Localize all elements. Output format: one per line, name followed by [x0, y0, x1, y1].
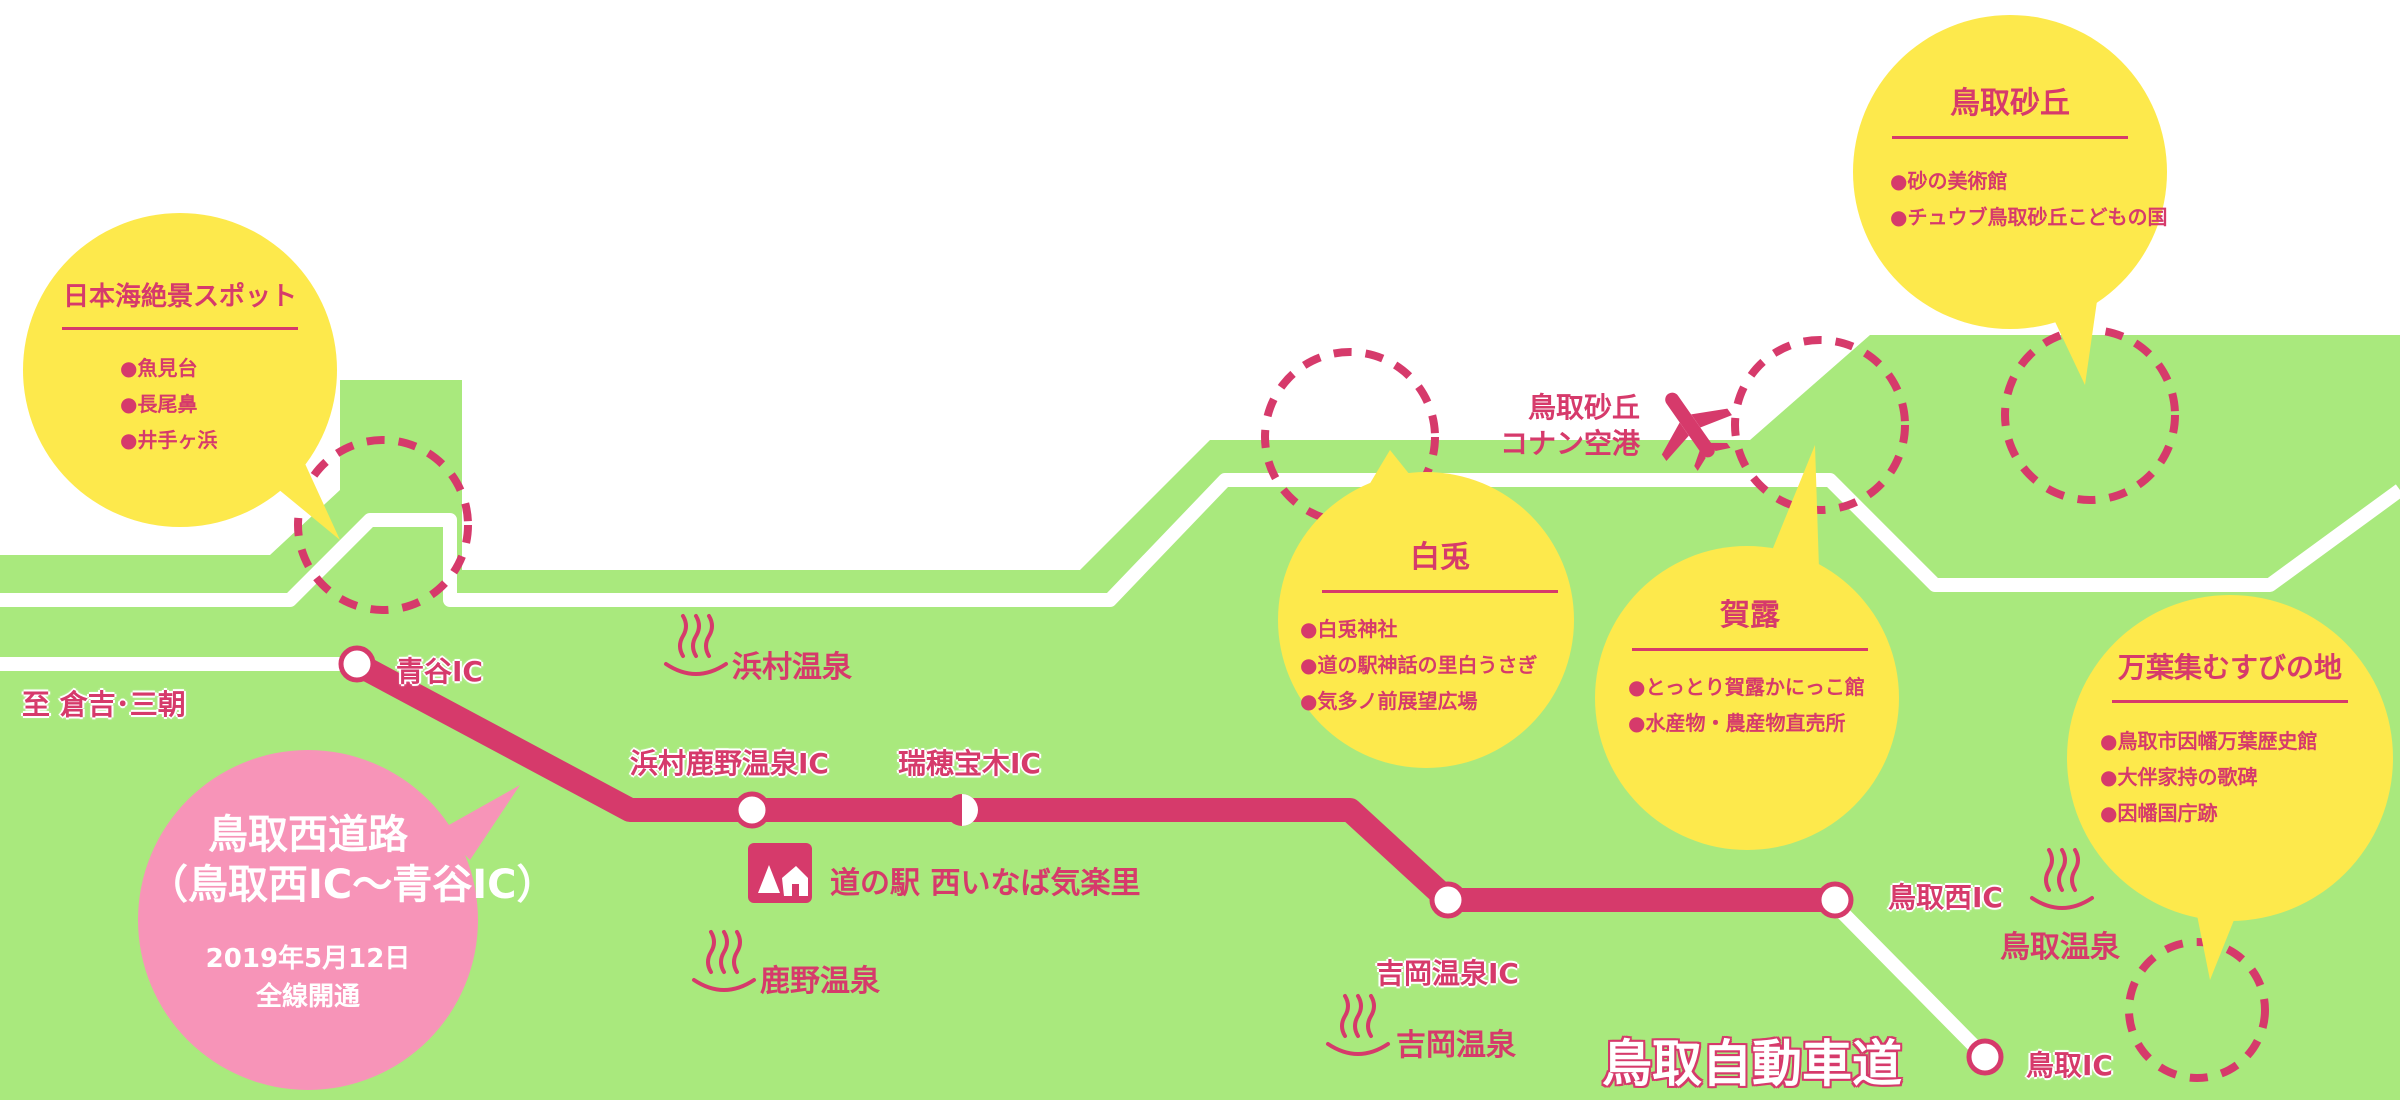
spot-circle-manyo [2125, 938, 2269, 1082]
airport-label-line1: 鳥取砂丘 [1528, 391, 1641, 424]
list-item: 井手ヶ浜 [120, 422, 320, 458]
bubble-karo-rule [1632, 648, 1868, 651]
bubble-sea-views-rule [62, 327, 298, 330]
airport-label-line2: コナン空港 [1500, 427, 1641, 460]
onsen-label-hamamura: 浜村温泉 [732, 650, 852, 685]
bubble-sea-views-title: 日本海絶景スポット [62, 282, 297, 312]
national-road-line [0, 657, 1990, 1062]
bubble-karo-list: とっとり賀露かにっこ館 水産物・農産物直売所 [1620, 669, 1880, 741]
spot-circle-karo [1731, 336, 1909, 514]
michi-no-eki-icon [748, 843, 812, 903]
ic-label-tottori: 鳥取IC [2026, 1049, 2113, 1082]
list-item: チュウブ鳥取砂丘こどもの国 [1890, 199, 2167, 235]
bubble-manyo-title: 万葉集むすびの地 [2117, 651, 2342, 684]
onsen-label-tottori: 鳥取温泉 [2000, 930, 2120, 965]
ic-label-aoya: 青谷IC [396, 655, 483, 688]
hot-spring-icon-hamamura [664, 614, 728, 676]
michi-no-eki-label: 道の駅 西いなば気楽里 [830, 866, 1141, 901]
nishi-road-date: 2019年5月12日 [205, 944, 411, 974]
hot-spring-icon-tottori [2030, 848, 2094, 910]
nishi-road-name-line1: 鳥取西道路 [208, 812, 408, 858]
list-item: 魚見台 [120, 350, 320, 386]
list-item: 因幡国庁跡 [2100, 795, 2370, 831]
onsen-label-shikano: 鹿野温泉 [760, 964, 880, 999]
ic-marker-tottori-nishi [1816, 881, 1854, 919]
list-item: 鳥取市因幡万葉歴史館 [2100, 723, 2370, 759]
nishi-road-name: 鳥取西道路 （鳥取西IC〜青谷IC） [148, 810, 557, 910]
bubble-manyo-list: 鳥取市因幡万葉歴史館 大伴家持の歌碑 因幡国庁跡 [2090, 723, 2370, 831]
airplane-icon [1661, 392, 1732, 471]
list-item: 白兎神社 [1300, 611, 1590, 647]
nishi-road-status: 全線開通 [255, 982, 360, 1012]
hot-spring-icon-yoshioka [1326, 994, 1390, 1056]
list-item: 砂の美術館 [1890, 163, 2140, 199]
nishi-road-opening: 2019年5月12日 全線開通 [148, 940, 468, 1016]
onsen-label-yoshioka: 吉岡温泉 [1396, 1028, 1516, 1063]
ic-label-hamamura-shikano: 浜村鹿野温泉IC [630, 747, 829, 780]
bubble-sakyu: 鳥取砂丘 砂の美術館 チュウブ鳥取砂丘こどもの国 [1880, 78, 2167, 235]
ic-marker-zuiho [946, 794, 978, 826]
bubble-hakuto: 白兎 白兎神社 道の駅神話の里白うさぎ 気多ノ前展望広場 [1290, 532, 1590, 719]
nishi-road-name-line2: （鳥取西IC〜青谷IC） [148, 862, 557, 908]
expressway-label: 鳥取自動車道 [1602, 1035, 1902, 1093]
list-item: 長尾鼻 [120, 386, 320, 422]
bubble-sea-views-list: 魚見台 長尾鼻 井手ヶ浜 [40, 350, 320, 458]
spot-circle-sea [294, 436, 472, 614]
bubble-sakyu-list: 砂の美術館 チュウブ鳥取砂丘こどもの国 [1880, 163, 2167, 235]
bubble-hakuto-list: 白兎神社 道の駅神話の里白うさぎ 気多ノ前展望広場 [1290, 611, 1590, 719]
bubble-manyo: 万葉集むすびの地 鳥取市因幡万葉歴史館 大伴家持の歌碑 因幡国庁跡 [2090, 646, 2370, 831]
ic-label-zuiho-houki: 瑞穂宝木IC [898, 747, 1041, 780]
bubble-karo-title: 賀露 [1720, 598, 1780, 633]
coast-line [0, 473, 2400, 607]
bubble-manyo-rule [2112, 700, 2348, 703]
bubble-karo: 賀露 とっとり賀露かにっこ館 水産物・農産物直売所 [1620, 590, 1880, 741]
list-item: 水産物・農産物直売所 [1628, 705, 1880, 741]
ic-marker-yoshioka [1429, 881, 1467, 919]
direction-label: 至 倉吉･三朝 [22, 688, 186, 721]
list-item: 道の駅神話の里白うさぎ [1300, 647, 1590, 683]
tottori-nishi-road [351, 653, 1835, 912]
bubble-nishi-road-shape [138, 750, 520, 1090]
bubble-hakuto-title: 白兎 [1410, 540, 1470, 575]
ic-marker-aoya [338, 645, 376, 683]
bubble-sea-views: 日本海絶景スポット 魚見台 長尾鼻 井手ヶ浜 [40, 276, 320, 458]
list-item: とっとり賀露かにっこ館 [1628, 669, 1880, 705]
hot-spring-icon-shikano [692, 930, 756, 992]
ic-marker-tottori [1966, 1038, 2004, 1076]
list-item: 大伴家持の歌碑 [2100, 759, 2370, 795]
list-item: 気多ノ前展望広場 [1300, 683, 1590, 719]
bubble-sakyu-rule [1892, 136, 2128, 139]
ic-marker-hamamura [733, 791, 771, 829]
ic-label-tottori-nishi: 鳥取西IC [1888, 881, 2003, 914]
bubble-hakuto-rule [1322, 590, 1558, 593]
airport-label: 鳥取砂丘 コナン空港 [1500, 390, 1640, 462]
ic-label-yoshioka: 吉岡温泉IC [1376, 957, 1519, 990]
bubble-sakyu-title: 鳥取砂丘 [1950, 86, 2070, 121]
